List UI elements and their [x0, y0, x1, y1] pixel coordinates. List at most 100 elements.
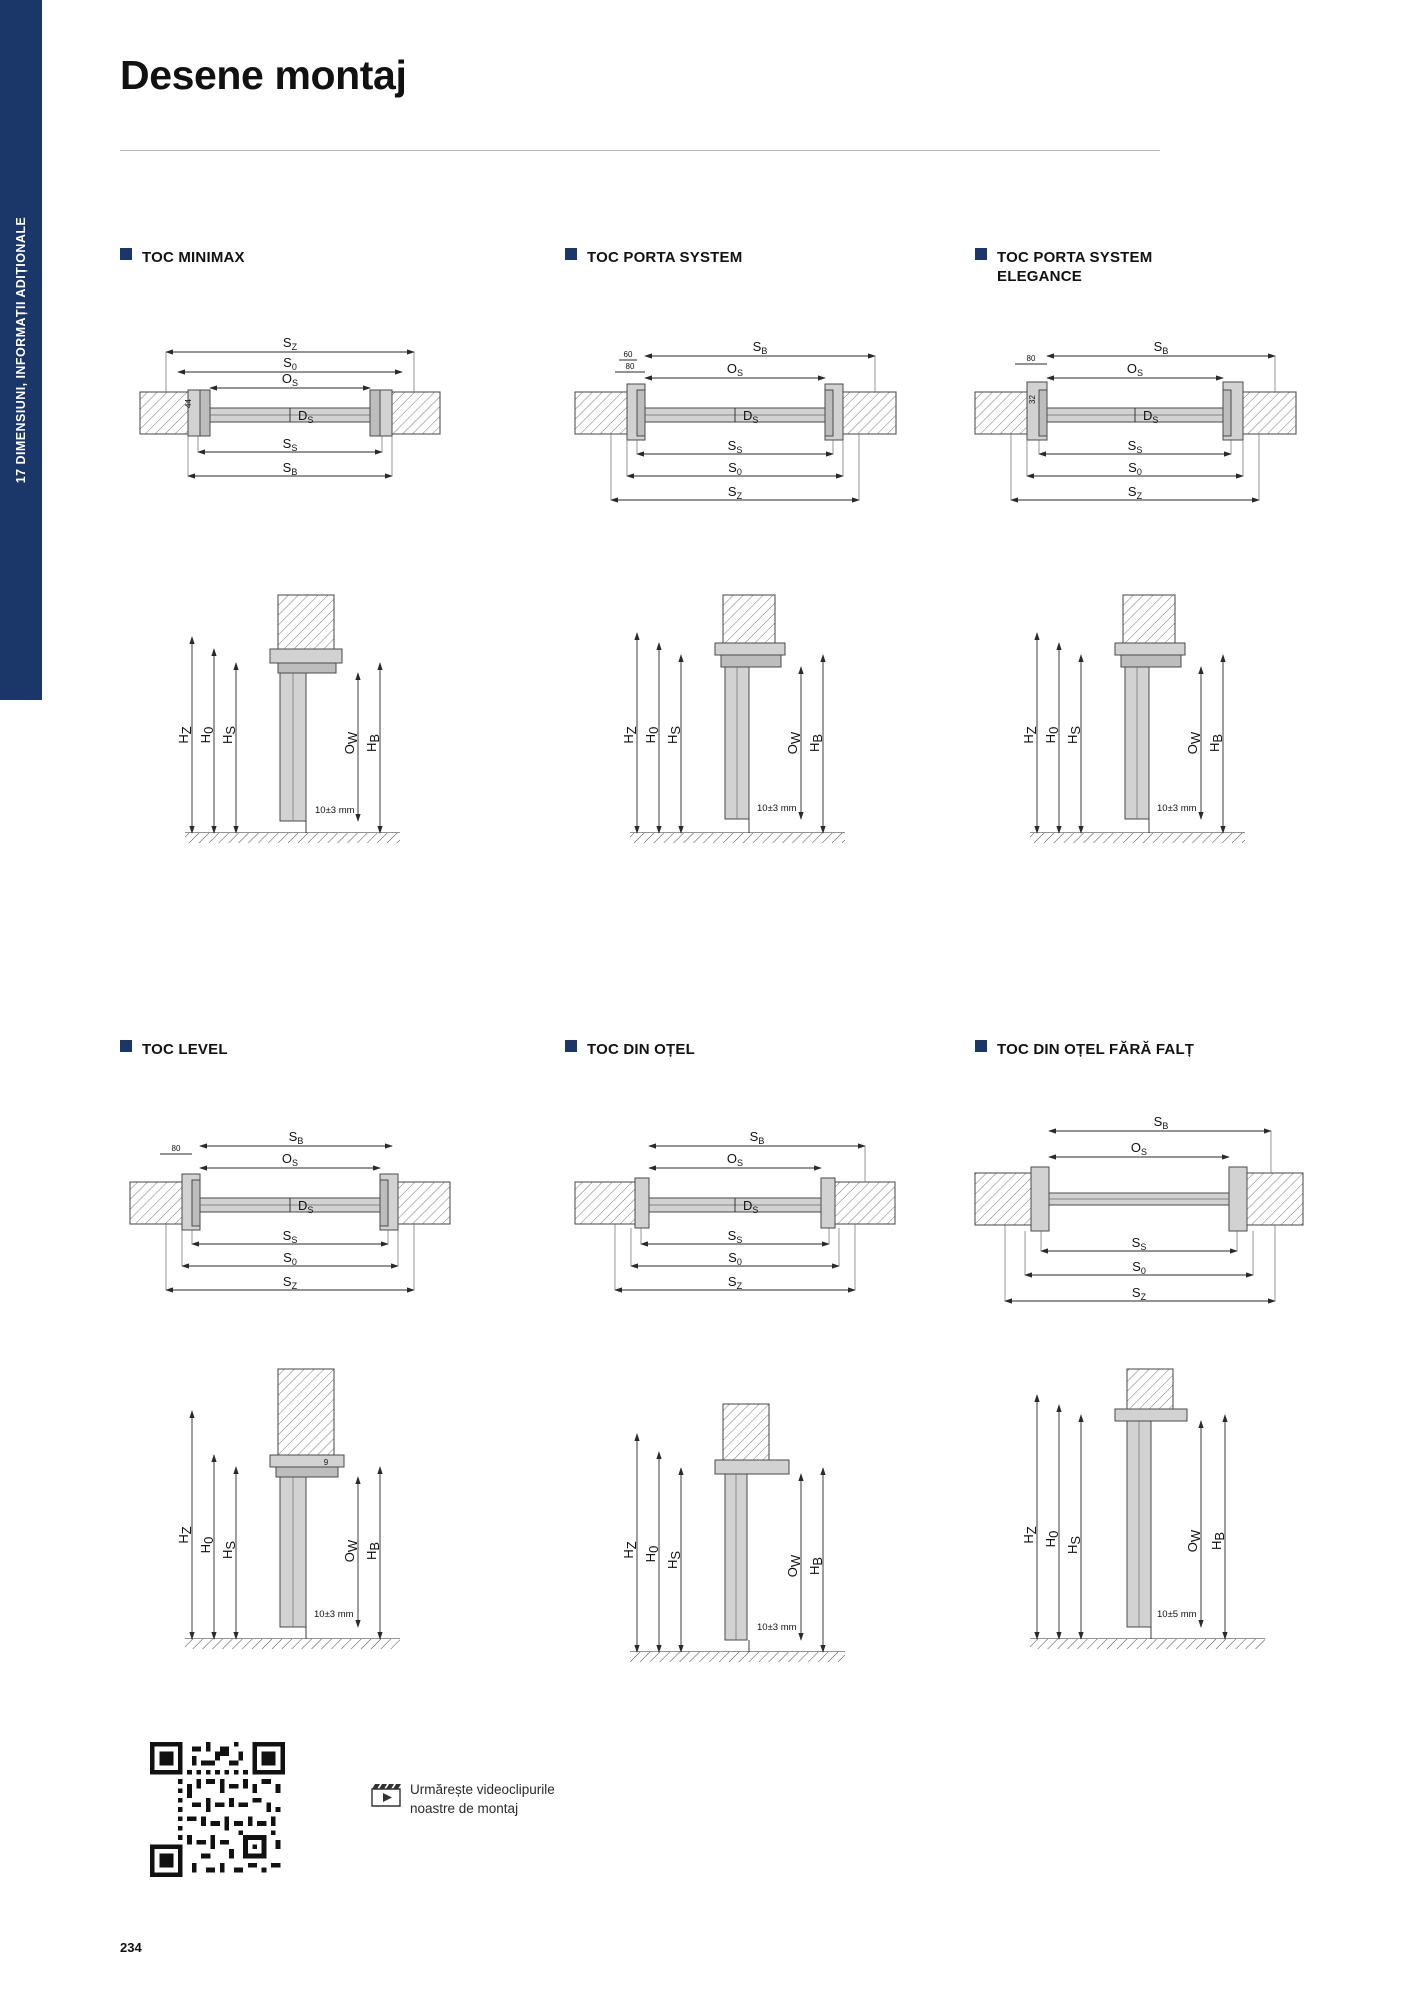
svg-text:SB: SB — [1154, 1114, 1169, 1131]
svg-text:10±5 mm: 10±5 mm — [1157, 1609, 1197, 1620]
svg-text:OS: OS — [1127, 361, 1143, 378]
svg-text:SZ: SZ — [1132, 1285, 1147, 1302]
svg-text:44: 44 — [184, 399, 193, 408]
svg-text:60: 60 — [624, 350, 633, 359]
figure-porta-system-elevation: HZ H0 HS OW HB 10±3 mm — [575, 575, 905, 875]
svg-text:9: 9 — [324, 1458, 329, 1467]
bullet-square-icon — [975, 1040, 987, 1052]
svg-text:32: 32 — [1028, 395, 1037, 404]
section-heading-toc-minimax: TOC MINIMAX — [120, 248, 245, 267]
svg-text:OS: OS — [1131, 1140, 1147, 1157]
svg-text:S0: S0 — [283, 1250, 297, 1267]
page-number: 234 — [120, 1940, 142, 1955]
svg-text:SB: SB — [1154, 339, 1169, 356]
bullet-square-icon — [975, 248, 987, 260]
svg-text:SZ: SZ — [283, 335, 298, 352]
svg-text:H0: H0 — [198, 1537, 216, 1554]
svg-text:OS: OS — [727, 361, 743, 378]
svg-text:10±3 mm: 10±3 mm — [314, 1609, 354, 1620]
svg-text:SS: SS — [1132, 1235, 1147, 1252]
figure-porta-system-elegance-elevation: HZ H0 HS OW HB 10±3 mm — [975, 575, 1305, 875]
figure-level-plan: 80 SB OS DS SS S0 SZ — [129, 1120, 460, 1320]
svg-text:SB: SB — [753, 339, 768, 356]
svg-text:OS: OS — [282, 371, 298, 388]
svg-text:HB: HB — [807, 734, 825, 752]
bullet-square-icon — [120, 248, 132, 260]
section-heading-toc-din-otel-fara-falt: TOC DIN OȚEL FĂRĂ FALȚ — [975, 1040, 1194, 1059]
svg-text:HZ: HZ — [176, 1526, 194, 1543]
svg-text:SS: SS — [1128, 438, 1143, 455]
svg-text:SS: SS — [728, 1228, 743, 1245]
figure-minimax-plan: 44 SZ S0 OS DS SS SB — [130, 330, 460, 510]
svg-text:S0: S0 — [1132, 1259, 1146, 1276]
svg-text:HZ: HZ — [621, 1541, 639, 1558]
svg-text:HZ: HZ — [1021, 726, 1039, 743]
svg-text:80: 80 — [1027, 354, 1036, 363]
svg-text:SB: SB — [283, 460, 298, 477]
svg-text:HZ: HZ — [1021, 1526, 1039, 1543]
svg-text:OW: OW — [785, 731, 803, 754]
svg-text:SB: SB — [289, 1129, 304, 1146]
title-divider — [120, 150, 1160, 151]
svg-text:SZ: SZ — [1128, 484, 1143, 501]
svg-text:HB: HB — [364, 734, 382, 752]
figure-din-otel-elevation: HZ H0 HS OW HB 10±3 mm — [575, 1390, 905, 1680]
svg-text:SB: SB — [750, 1129, 765, 1146]
svg-text:SS: SS — [728, 438, 743, 455]
svg-text:S0: S0 — [728, 1250, 742, 1267]
figure-porta-system-elegance-plan: 80 32 SB OS DS SS S0 SZ — [974, 330, 1305, 530]
svg-text:H0: H0 — [643, 727, 661, 744]
svg-text:HS: HS — [220, 726, 238, 744]
figure-din-otel-plan: SB OS DS SS S0 SZ — [574, 1120, 905, 1320]
section-heading-toc-porta-system: TOC PORTA SYSTEM — [565, 248, 742, 267]
svg-text:SZ: SZ — [283, 1274, 298, 1291]
clapperboard-icon — [370, 1782, 402, 1808]
section-heading-toc-din-otel: TOC DIN OȚEL — [565, 1040, 695, 1059]
figure-minimax-elevation: HZ H0 HS OW HB 10±3 mm — [130, 575, 460, 875]
svg-text:HZ: HZ — [176, 726, 194, 743]
svg-text:10±3 mm: 10±3 mm — [757, 1622, 797, 1633]
svg-text:SS: SS — [283, 1228, 298, 1245]
svg-text:OW: OW — [785, 1554, 803, 1577]
video-caption: Urmărește videoclipurile noastre de mont… — [410, 1782, 555, 1816]
figure-level-elevation: 9 HZ H0 HS OW HB 10±3 mm — [130, 1355, 460, 1675]
svg-text:OW: OW — [342, 731, 360, 754]
svg-text:OW: OW — [1185, 731, 1203, 754]
figure-porta-system-plan: 60 80 SB OS DS SS S0 SZ — [574, 330, 905, 530]
svg-text:HS: HS — [220, 1541, 238, 1559]
svg-text:SS: SS — [283, 436, 298, 453]
section-heading-toc-level: TOC LEVEL — [120, 1040, 228, 1059]
svg-text:S0: S0 — [728, 460, 742, 477]
svg-text:HS: HS — [665, 726, 683, 744]
page-content: Desene montaj TOC MINIMAX TOC PORTA SYST… — [120, 0, 1304, 2000]
svg-text:80: 80 — [172, 1144, 181, 1153]
svg-text:HB: HB — [364, 1542, 382, 1560]
svg-text:HS: HS — [1065, 726, 1083, 744]
figure-din-otel-fara-falt-elevation: HZ H0 HS OW HB 10±5 mm — [975, 1355, 1305, 1675]
bullet-square-icon — [565, 1040, 577, 1052]
svg-text:80: 80 — [626, 362, 635, 371]
svg-text:S0: S0 — [1128, 460, 1142, 477]
bullet-square-icon — [565, 248, 577, 260]
svg-text:HZ: HZ — [621, 726, 639, 743]
svg-text:H0: H0 — [1043, 727, 1061, 744]
svg-text:H0: H0 — [643, 1546, 661, 1563]
svg-text:SZ: SZ — [728, 1274, 743, 1291]
qr-code[interactable] — [150, 1742, 285, 1877]
svg-text:10±3 mm: 10±3 mm — [757, 803, 797, 814]
svg-text:H0: H0 — [1043, 1531, 1061, 1548]
figure-din-otel-fara-falt-plan: SB OS SS S0 SZ — [974, 1105, 1305, 1325]
svg-text:OW: OW — [1185, 1529, 1203, 1552]
svg-text:10±3 mm: 10±3 mm — [1157, 803, 1197, 814]
svg-text:HS: HS — [665, 1551, 683, 1569]
svg-text:HB: HB — [807, 1557, 825, 1575]
page-title: Desene montaj — [120, 52, 407, 98]
svg-text:S0: S0 — [283, 355, 297, 372]
gap-note: 10±3 mm — [315, 805, 355, 816]
svg-text:HB: HB — [1209, 1532, 1227, 1550]
sidebar-chapter-tab: 17 DIMENSIUNI, INFORMAȚII ADIȚIONALE — [0, 0, 42, 700]
svg-text:SZ: SZ — [728, 484, 743, 501]
sidebar-chapter-label: 17 DIMENSIUNI, INFORMAȚII ADIȚIONALE — [14, 216, 28, 484]
svg-text:HS: HS — [1065, 1536, 1083, 1554]
